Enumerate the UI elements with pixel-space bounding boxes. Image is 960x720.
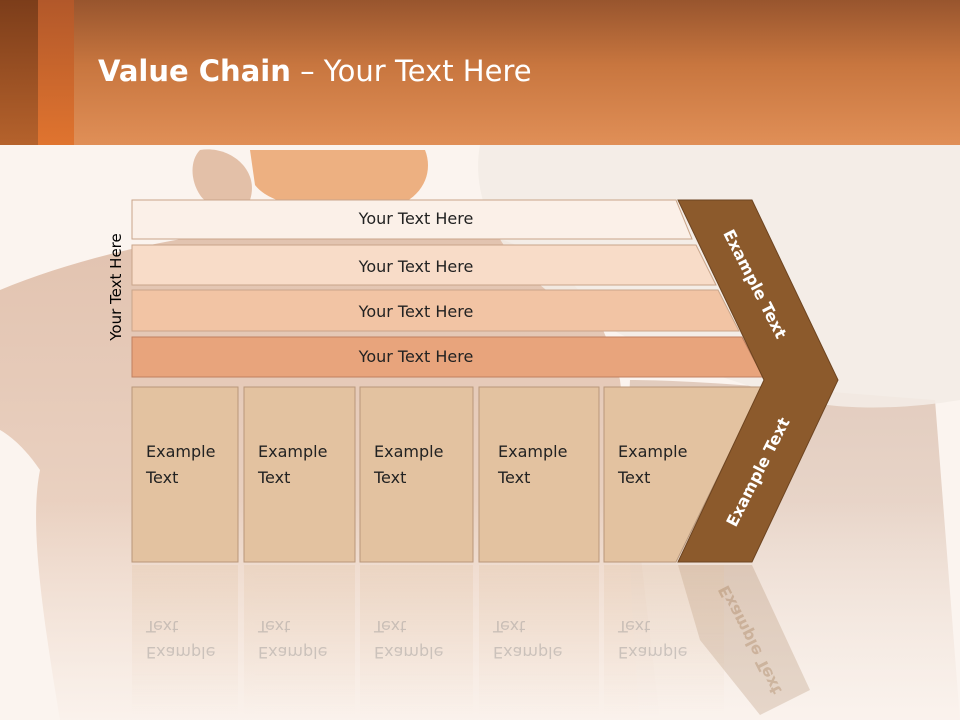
band-label-1: Your Text Here <box>358 209 474 228</box>
box-reflection: Example Text <box>132 565 238 715</box>
band-3 <box>131 289 740 332</box>
title-rest: – Your Text Here <box>290 54 532 88</box>
chevron-arrow <box>677 199 839 563</box>
box-text-line1: Example <box>618 442 688 461</box>
band-label-2: Your Text Here <box>358 257 474 276</box>
box-reflection: Example Text <box>479 565 599 715</box>
title-bold: Value Chain <box>98 54 291 88</box>
box-5 <box>603 386 763 563</box>
box-reflection-text: Example <box>374 643 444 662</box>
band-label-3: Your Text Here <box>358 302 474 321</box>
box-reflection-text: Text <box>618 617 651 636</box>
box-text-line1: Example <box>498 442 568 461</box>
box-text-line2: Text <box>618 468 651 487</box>
box-reflection-text: Text <box>493 617 526 636</box>
box-reflection-text: Text <box>258 617 291 636</box>
box-1 <box>131 386 239 563</box>
page-title: Value Chain – Your Text Here <box>98 54 532 88</box>
box-reflection-text: Example <box>618 643 688 662</box>
band-1 <box>131 199 693 240</box>
box-text-line2: Text <box>374 468 407 487</box>
box-text-line2: Text <box>498 468 531 487</box>
band-label-4: Your Text Here <box>358 347 474 366</box>
box-reflection-text: Text <box>146 617 179 636</box>
box-4 <box>478 386 600 563</box>
box-2 <box>243 386 356 563</box>
box-text-line1: Example <box>374 442 444 461</box>
box-text-line2: Text <box>146 468 179 487</box>
box-reflection-text: Text <box>374 617 407 636</box>
box-3 <box>359 386 474 563</box>
chevron-reflection <box>678 565 810 715</box>
box-reflection-text: Example <box>146 643 216 662</box>
band-2 <box>131 244 717 286</box>
box-text-line1: Example <box>258 442 328 461</box>
box-reflection: Example Text <box>604 565 724 715</box>
box-reflection-text: Example <box>258 643 328 662</box>
box-text-line2: Text <box>258 468 291 487</box>
header-accent-strip <box>38 0 74 145</box>
box-reflection: Example Text <box>360 565 473 715</box>
box-reflection: Example Text <box>244 565 355 715</box>
box-reflection-text: Example <box>493 643 563 662</box>
box-text-line1: Example <box>146 442 216 461</box>
header-bar <box>0 0 960 145</box>
header-accent-strip <box>0 0 38 145</box>
